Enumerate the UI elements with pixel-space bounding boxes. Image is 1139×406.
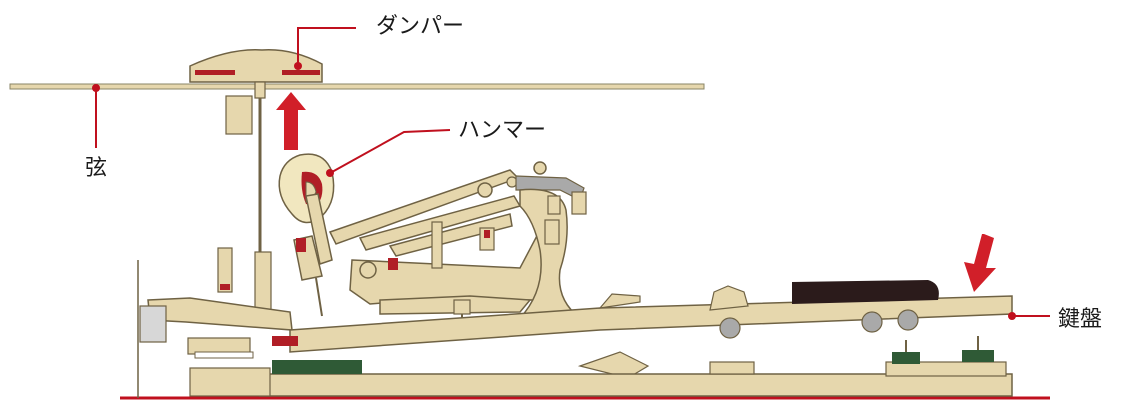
label-string: 弦 [85,156,108,181]
arrow-down-icon [964,234,996,292]
wippen-assembly [328,161,587,324]
label-hammer: ハンマー [458,118,547,143]
hammer [278,153,335,317]
string [9,83,705,90]
arrow-up-icon [276,92,306,150]
keybed [189,336,1013,397]
leader-lines [92,27,1050,320]
key [289,280,1013,379]
label-key: 鍵盤 [1058,307,1103,332]
label-damper: ダンパー [376,14,465,39]
action-frame [137,260,293,398]
damper [189,49,323,313]
